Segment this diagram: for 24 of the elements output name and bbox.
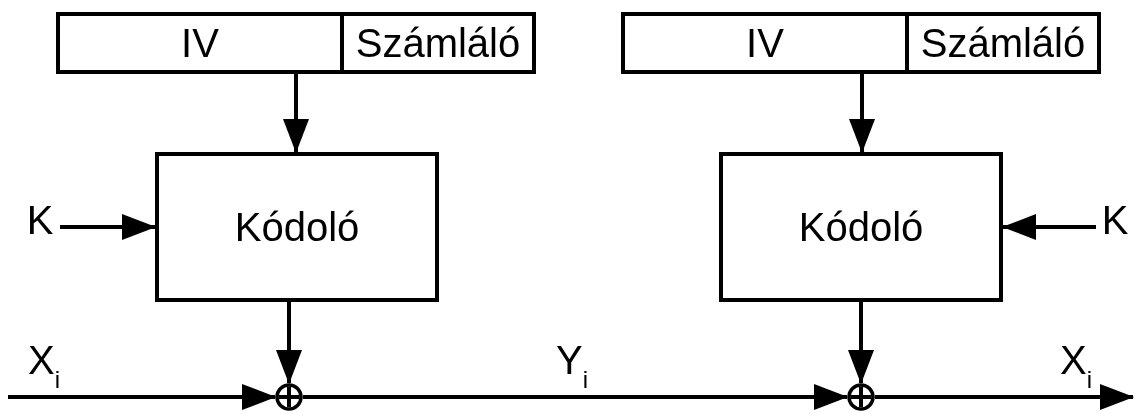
arrow: [848, 302, 874, 384]
xor-symbol: [847, 383, 875, 411]
box-label: Kódoló: [798, 207, 924, 247]
arrow: [8, 384, 276, 410]
edge-label: Y$_{i}$: [556, 340, 589, 392]
arrow: [276, 302, 302, 384]
arrow: [849, 74, 875, 153]
field-label: IV: [746, 23, 784, 63]
box-label: Kódoló: [234, 207, 360, 247]
arrow: [283, 74, 309, 153]
arrow: [303, 384, 848, 410]
arrow: [875, 384, 1134, 410]
process-box: [719, 152, 1003, 302]
arrow: [60, 214, 156, 240]
input-label: K: [20, 200, 60, 240]
edge-label: X$_{i}$: [1060, 340, 1093, 392]
xor-symbol: [275, 383, 303, 411]
field-label: Számláló: [355, 23, 521, 63]
field-label: Számláló: [920, 23, 1086, 63]
input-label: K: [1096, 200, 1134, 240]
field-label: IV: [181, 23, 219, 63]
arrow: [1002, 214, 1096, 240]
process-box: [155, 152, 439, 302]
edge-label: X$_{i}$: [28, 340, 61, 392]
